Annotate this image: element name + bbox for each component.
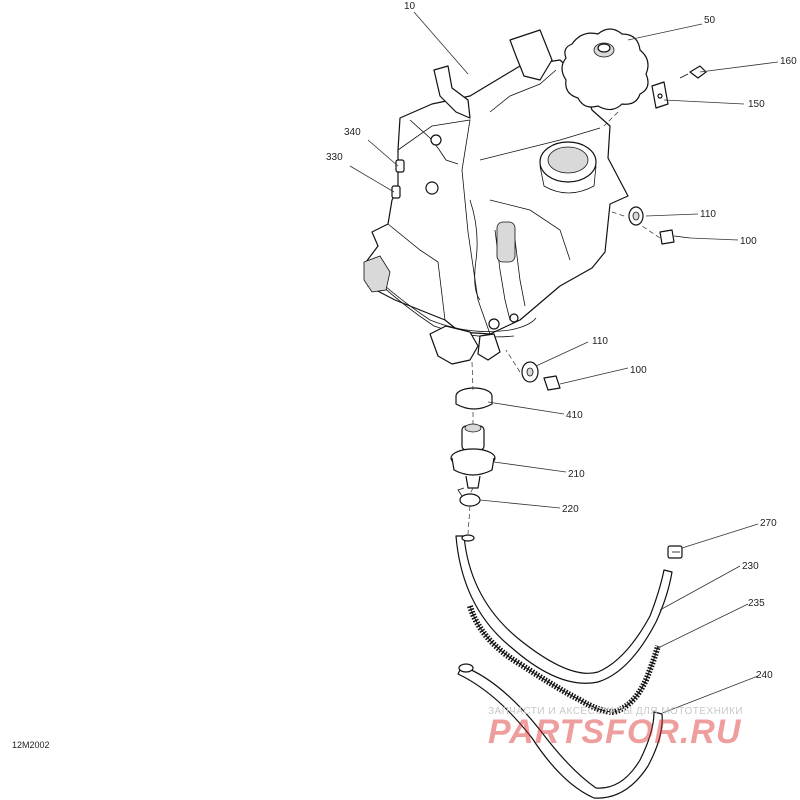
- callout-160: 160: [780, 56, 797, 67]
- callout-100-lower: 100: [630, 365, 647, 376]
- clamp-220: [457, 487, 481, 507]
- watermark-brand: PARTSFOR.RU: [488, 713, 742, 751]
- fitting-340: [395, 159, 405, 173]
- screw-160: [679, 65, 707, 79]
- oil-tank: [363, 29, 629, 365]
- callout-110-upper: 110: [700, 209, 716, 220]
- assembly-lines: [467, 111, 661, 535]
- callout-110-lower: 110: [592, 336, 608, 347]
- hose-240: [457, 663, 663, 799]
- fitting-330: [391, 185, 401, 199]
- washer-110-upper: [628, 206, 644, 226]
- callout-410: 410: [566, 410, 583, 421]
- callout-labels: 10 50 160 150 340 330 110 100 110 100 41…: [326, 1, 797, 681]
- bolt-100-upper: [659, 229, 691, 245]
- callout-270: 270: [760, 518, 777, 529]
- callout-340: 340: [344, 127, 361, 138]
- bracket-plate: [651, 81, 669, 109]
- filler-cap: [561, 28, 649, 111]
- callout-10: 10: [404, 1, 416, 12]
- clamp-ring-410: [455, 387, 493, 410]
- callout-330: 330: [326, 152, 343, 163]
- bolt-100-lower: [543, 375, 561, 391]
- watermark: ЗАПЧАСТИ И АКСЕССУАРЫ ДЛЯ МОТОТЕХНИКИ PA…: [488, 706, 788, 752]
- clip-270: [667, 545, 683, 559]
- callout-210: 210: [568, 469, 585, 480]
- leader-lines: [349, 11, 779, 715]
- callout-150: 150: [748, 99, 765, 110]
- watermark-tagline: ЗАПЧАСТИ И АКСЕССУАРЫ ДЛЯ МОТОТЕХНИКИ: [488, 706, 744, 717]
- valve-210: [450, 423, 496, 489]
- washer-110-lower: [521, 361, 539, 383]
- drawing-code: 12M2002: [12, 740, 50, 750]
- callout-220: 220: [562, 504, 579, 515]
- callout-230: 230: [742, 561, 759, 572]
- callout-240: 240: [756, 670, 773, 681]
- callout-100-upper: 100: [740, 236, 757, 247]
- spring-235: [467, 605, 661, 716]
- hose-230: [455, 534, 673, 684]
- callout-50: 50: [704, 15, 716, 26]
- callout-235: 235: [748, 598, 765, 609]
